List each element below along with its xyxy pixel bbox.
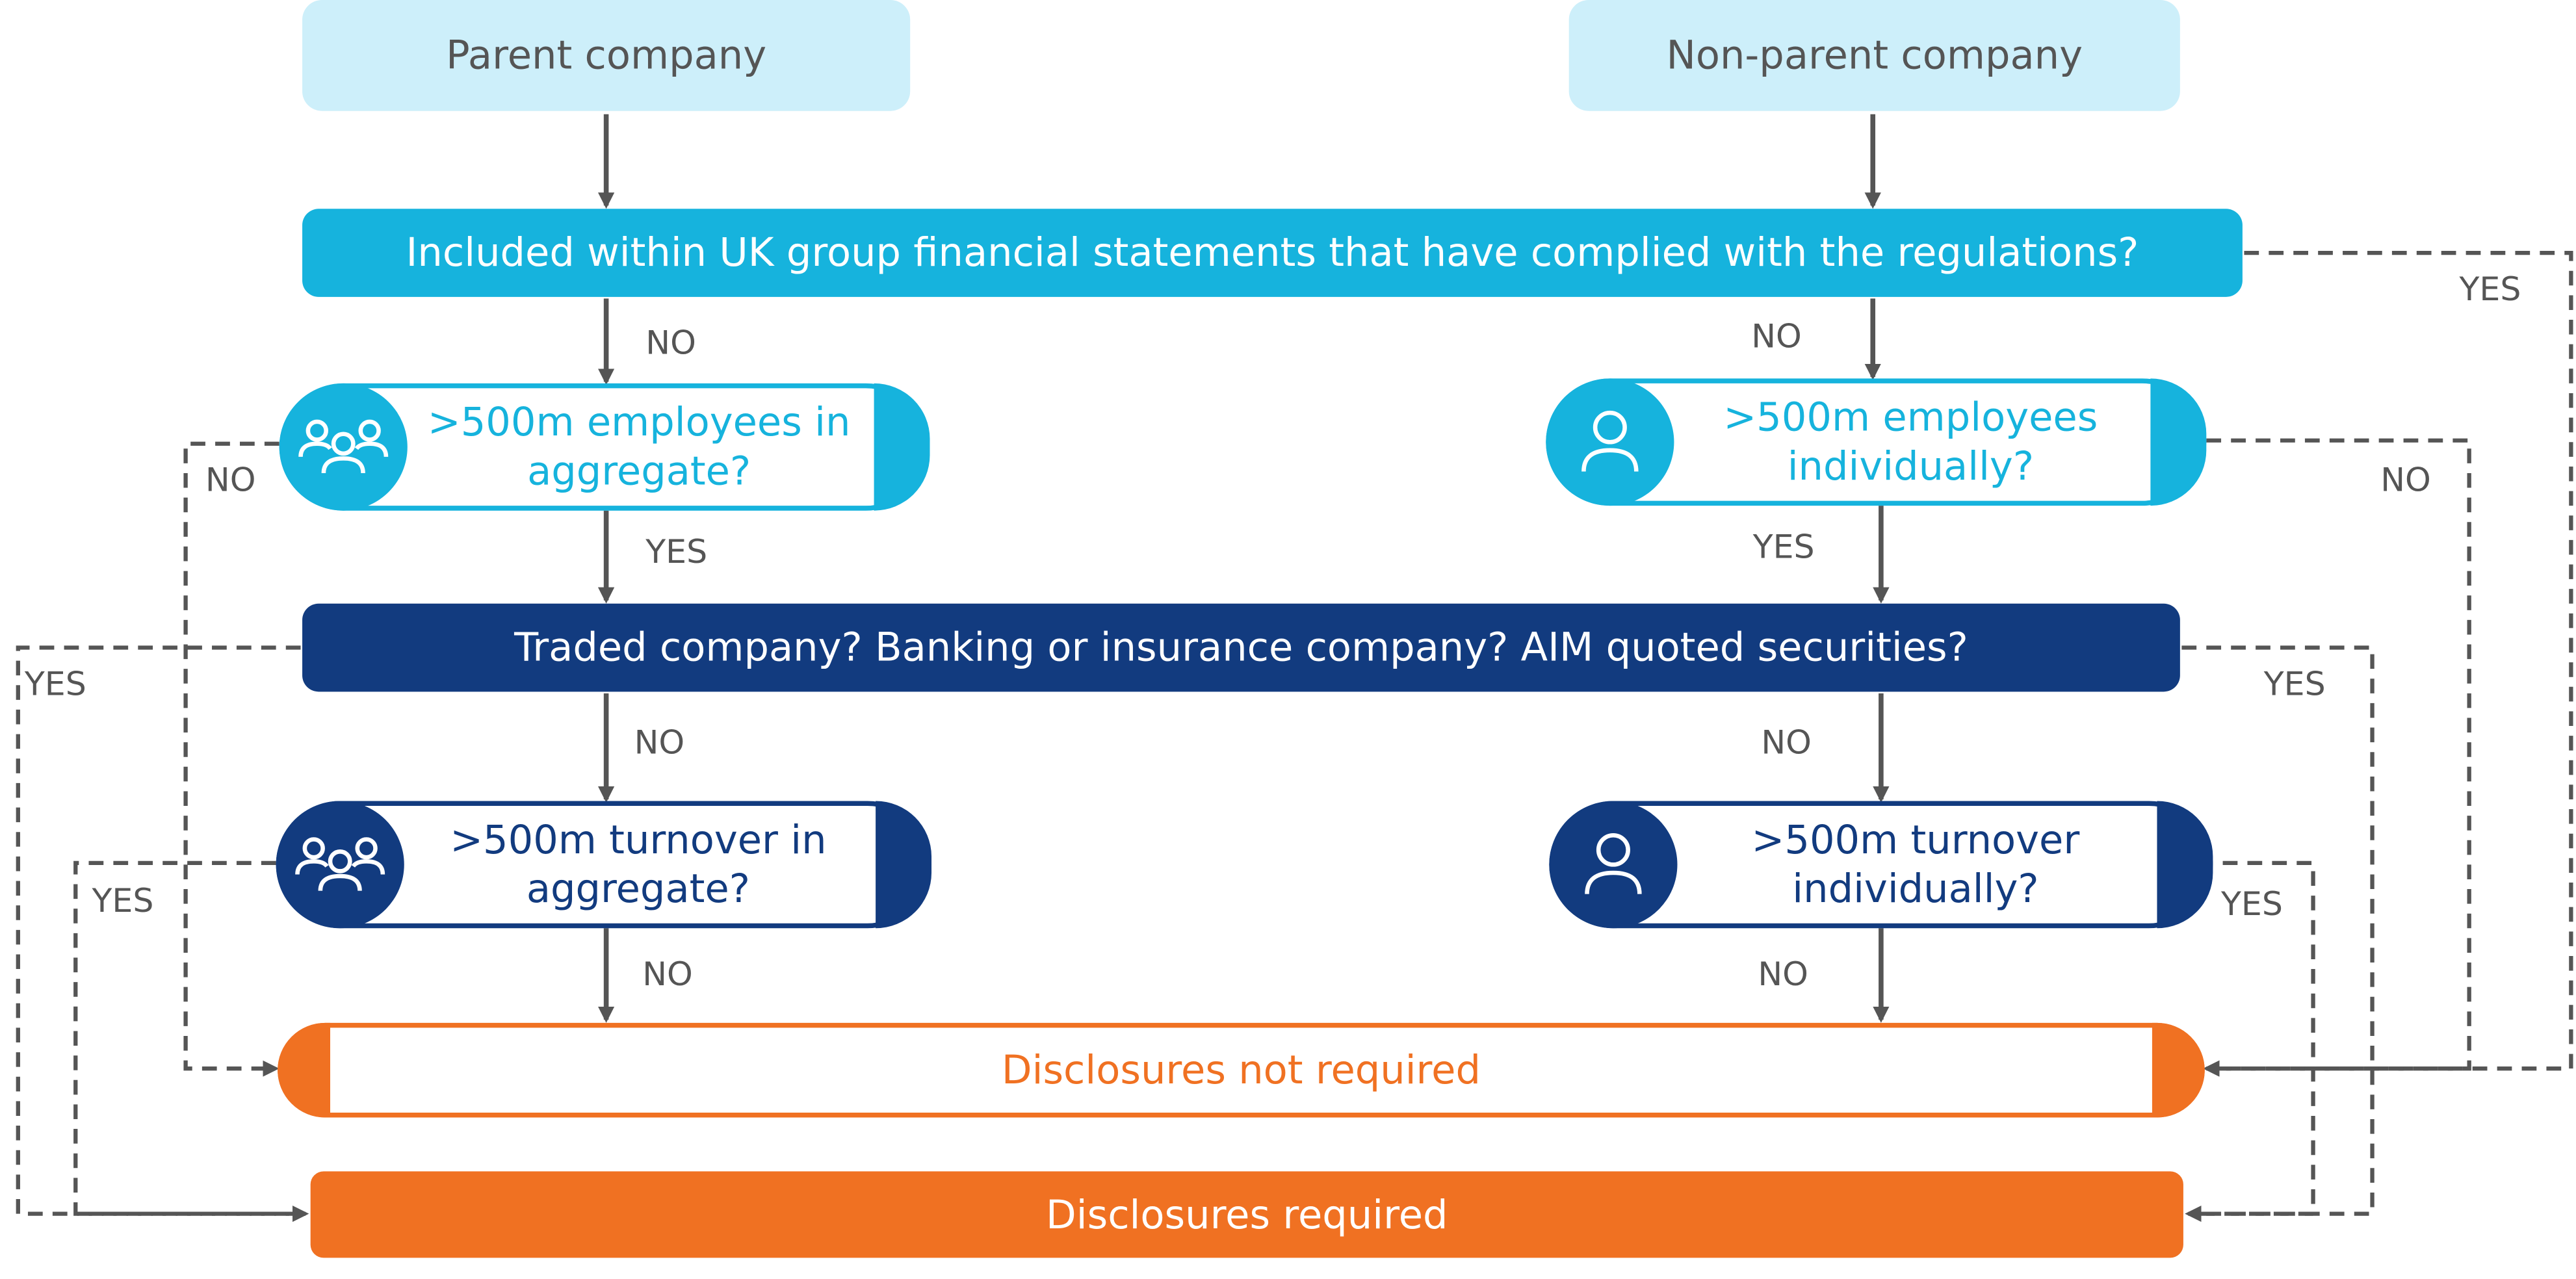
dash-group-yes-to-not-req	[2203, 250, 2573, 1077]
group-statements-question: Included within UK group financial state…	[302, 209, 2243, 297]
group-statements-text: Included within UK group financial state…	[406, 229, 2139, 276]
disclosures-required-box: Disclosures required	[310, 1171, 2183, 1258]
dash-emp-ind-no-to-not-req	[2203, 438, 2471, 1077]
label-yes: YES	[2459, 269, 2521, 309]
label-no: NO	[642, 954, 693, 994]
turnover-aggregate-question: >500m turnover in aggregate?	[276, 801, 932, 929]
employees-individual-question: >500m employees individually?	[1546, 378, 2207, 506]
non-parent-company-box: Non-parent company	[1568, 0, 2180, 111]
label-no: NO	[205, 459, 256, 500]
employees-aggregate-question: >500m employees in aggregate?	[279, 383, 930, 511]
label-no: NO	[2380, 459, 2431, 500]
label-no: NO	[1758, 954, 1808, 994]
traded-company-text: Traded company? Banking or insurance com…	[514, 625, 1968, 671]
turnover-aggregate-text: >500m turnover in aggregate?	[450, 817, 827, 912]
label-no: NO	[634, 723, 685, 762]
single-person-icon	[1549, 801, 1678, 929]
dash-traded-yes-right-to-req	[2181, 645, 2374, 1222]
dash-traded-yes-left-to-req	[16, 645, 309, 1222]
turnover-individual-text: >500m turnover individually?	[1751, 817, 2080, 912]
label-no: NO	[645, 323, 696, 363]
solid-arrows	[597, 114, 1890, 1023]
disclosures-required-text: Disclosures required	[1046, 1191, 1448, 1237]
dash-turn-agg-yes-to-req	[73, 860, 309, 1222]
label-yes: YES	[92, 881, 154, 920]
dashed-arrows	[16, 250, 2573, 1222]
label-yes: YES	[645, 532, 708, 571]
group-of-people-icon	[279, 383, 408, 511]
traded-company-question: Traded company? Banking or insurance com…	[302, 603, 2180, 692]
dash-turn-ind-yes-to-req	[2185, 860, 2315, 1222]
label-no: NO	[1761, 723, 1812, 762]
disclosures-not-required-text: Disclosures not required	[1001, 1047, 1481, 1093]
single-person-icon	[1546, 378, 1674, 506]
turnover-individual-question: >500m turnover individually?	[1549, 801, 2213, 929]
label-yes: YES	[24, 664, 86, 703]
non-parent-company-label: Non-parent company	[1666, 32, 2083, 79]
parent-company-box: Parent company	[302, 0, 911, 111]
dash-emp-agg-no-to-not-req	[183, 441, 280, 1077]
label-yes: YES	[1752, 526, 1815, 567]
label-yes: YES	[2221, 884, 2283, 924]
disclosures-not-required-box: Disclosures not required	[278, 1022, 2205, 1118]
employees-aggregate-text: >500m employees in aggregate?	[427, 399, 851, 495]
group-of-people-icon	[276, 801, 404, 929]
parent-company-label: Parent company	[446, 32, 767, 79]
label-yes: YES	[2263, 664, 2326, 703]
employees-individual-text: >500m employees individually?	[1723, 394, 2098, 490]
label-no: NO	[1751, 316, 1802, 356]
